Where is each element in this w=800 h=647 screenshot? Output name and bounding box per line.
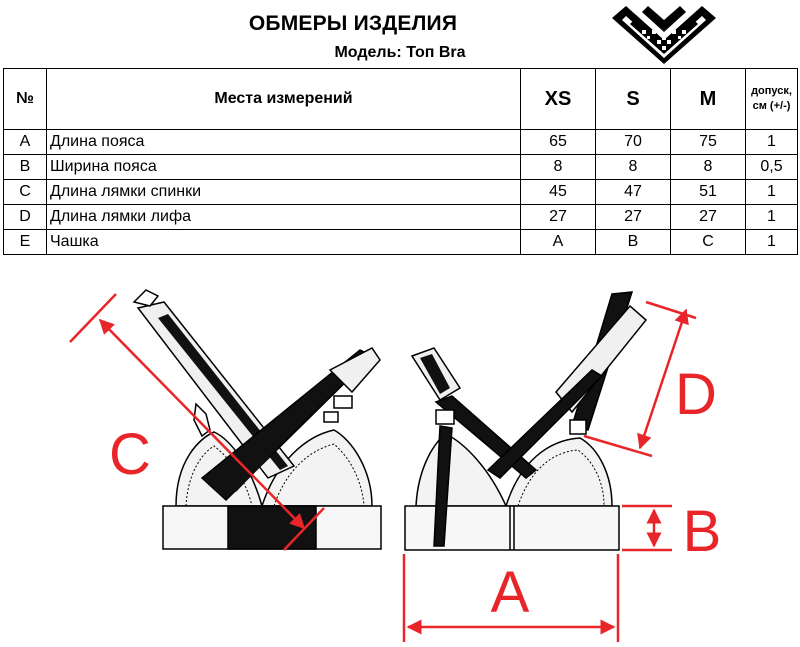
front-view-drawing: [404, 291, 648, 551]
row-m: 27: [670, 204, 746, 230]
row-s: 70: [595, 129, 671, 155]
row-name: Длина лямки лифа: [46, 204, 521, 230]
row-xs: 45: [520, 179, 596, 205]
garment-diagram: C D B A: [69, 289, 722, 642]
row-code: A: [3, 129, 47, 155]
label-d: D: [675, 362, 717, 427]
model-subtitle-text: Модель: Топ Bra: [334, 44, 466, 61]
row-m: C: [670, 229, 746, 255]
row-xs: 65: [520, 129, 596, 155]
row-s: 27: [595, 204, 671, 230]
row-tolerance: 1: [745, 179, 798, 205]
row-tolerance: 1: [745, 229, 798, 255]
col-header-number: №: [3, 68, 47, 130]
measurements-table: № Места измерений XS S M допуск, см (+/-…: [3, 68, 798, 255]
row-code: B: [3, 154, 47, 180]
row-xs: 27: [520, 204, 596, 230]
row-m: 75: [670, 129, 746, 155]
row-m: 51: [670, 179, 746, 205]
table-row: E Чашка A B C 1: [3, 229, 798, 255]
row-name: Длина лямки спинки: [46, 179, 521, 205]
table-row: A Длина пояса 65 70 75 1: [3, 129, 798, 155]
row-tolerance: 1: [745, 204, 798, 230]
measure-d-arrow: [583, 300, 697, 458]
page-title: ОБМЕРЫ ИЗДЕЛИЯ: [248, 12, 458, 35]
row-code: D: [3, 204, 47, 230]
model-subtitle: Модель: Топ Bra: [0, 44, 800, 62]
ornament-logo-icon: [612, 6, 716, 64]
table-row: D Длина лямки лифа 27 27 27 1: [3, 204, 798, 230]
col-header-tolerance: допуск, см (+/-): [745, 68, 798, 130]
measure-b-arrow: [622, 504, 672, 552]
col-header-xs: XS: [520, 68, 596, 130]
back-view-drawing: [132, 289, 382, 550]
col-header-measurement: Места измерений: [46, 68, 521, 130]
row-s: 47: [595, 179, 671, 205]
row-s: 8: [595, 154, 671, 180]
col-header-s: S: [595, 68, 671, 130]
row-tolerance: 1: [745, 129, 798, 155]
row-m: 8: [670, 154, 746, 180]
row-name: Чашка: [46, 229, 521, 255]
label-c: C: [109, 422, 151, 487]
row-code: E: [3, 229, 47, 255]
measure-c-arrow: [69, 293, 325, 551]
col-header-m: M: [670, 68, 746, 130]
label-b: B: [683, 499, 722, 564]
measure-a-arrow: [402, 554, 620, 642]
table-header-row: № Места измерений XS S M допуск, см (+/-…: [3, 68, 798, 130]
row-name: Ширина пояса: [46, 154, 521, 180]
row-tolerance: 0,5: [745, 154, 798, 180]
row-code: C: [3, 179, 47, 205]
table-row: B Ширина пояса 8 8 8 0,5: [3, 154, 798, 180]
table-row: C Длина лямки спинки 45 47 51 1: [3, 179, 798, 205]
row-s: B: [595, 229, 671, 255]
row-name: Длина пояса: [46, 129, 521, 155]
row-xs: 8: [520, 154, 596, 180]
row-xs: A: [520, 229, 596, 255]
label-a: A: [491, 560, 530, 625]
